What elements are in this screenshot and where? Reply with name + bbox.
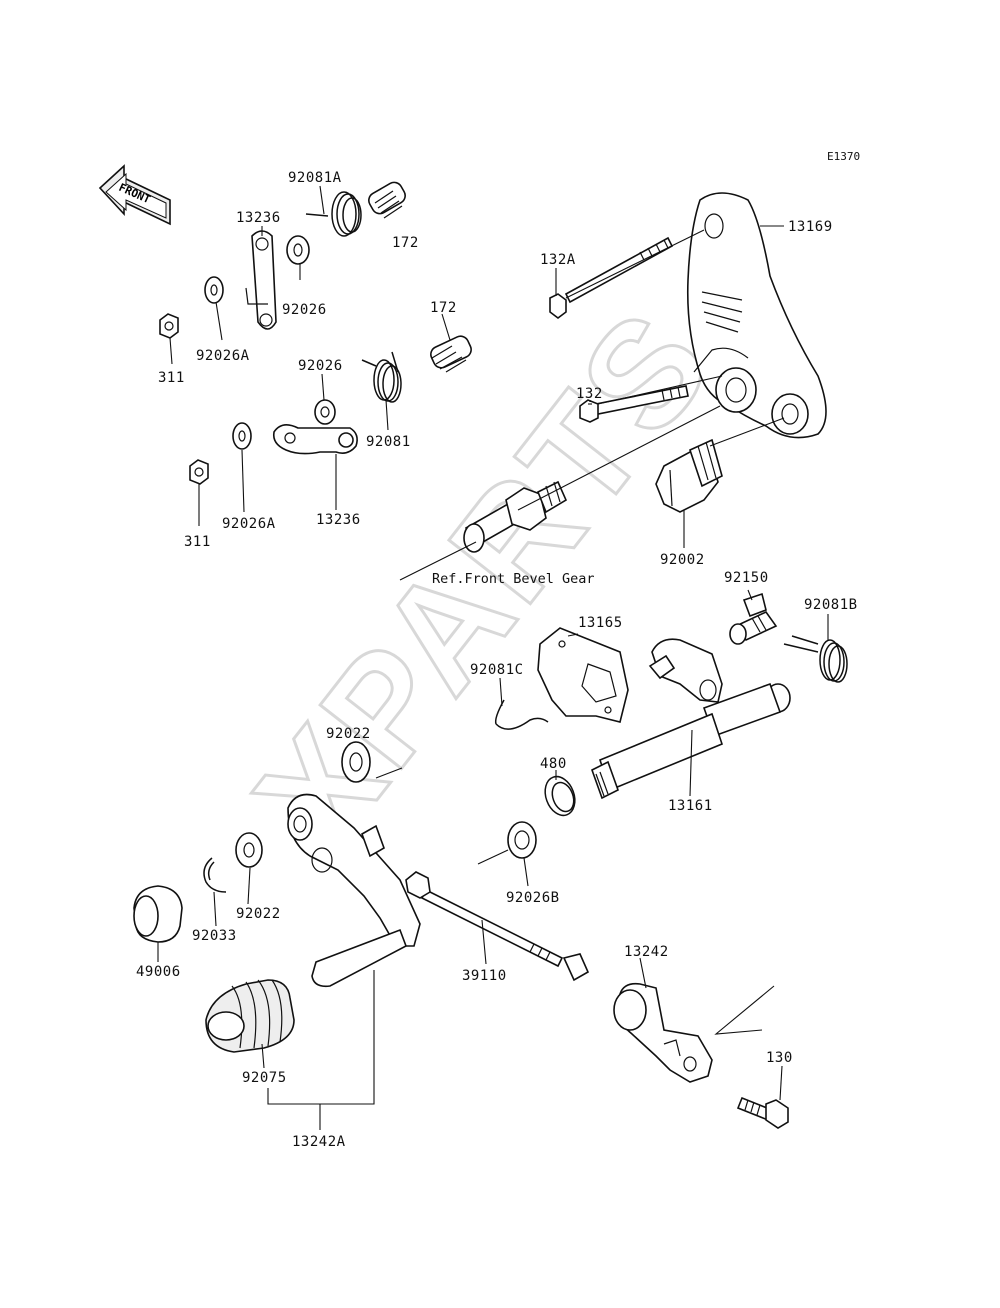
clip-92081C — [494, 699, 549, 730]
shift-pedal-13242A — [287, 793, 421, 988]
label-49006: 49006 — [136, 964, 181, 980]
circlip-480 — [544, 775, 576, 817]
spring-172-top — [368, 181, 406, 219]
label-132: 132 — [576, 386, 603, 402]
label-172-top: 172 — [392, 235, 419, 251]
label-311-top: 311 — [158, 370, 185, 386]
label-92075: 92075 — [242, 1070, 287, 1086]
arm-13242 — [613, 982, 713, 1083]
rubber-92075 — [205, 979, 295, 1053]
label-92026B: 92026B — [506, 890, 560, 906]
label-13236-bottom: 13236 — [316, 512, 361, 528]
label-13169: 13169 — [788, 219, 833, 235]
washer-92026A-bottom — [232, 422, 252, 450]
label-92026-top: 92026 — [282, 302, 327, 318]
nut-311-bottom — [189, 459, 209, 485]
washer-92026-mid — [314, 399, 336, 425]
label-92026-mid: 92026 — [298, 358, 343, 374]
label-92150: 92150 — [724, 570, 769, 586]
label-132A: 132A — [540, 252, 576, 268]
label-480: 480 — [540, 756, 567, 772]
plate-13236-top — [245, 230, 277, 330]
diagram-code: E1370 — [827, 150, 860, 163]
washer-92022-left — [235, 832, 263, 868]
label-92081C: 92081C — [470, 662, 524, 678]
label-13165: 13165 — [578, 615, 623, 631]
cap-49006 — [133, 885, 183, 943]
clip-92033 — [203, 857, 227, 893]
spring-172-mid — [430, 335, 472, 373]
bolt-132 — [579, 385, 689, 423]
label-92081: 92081 — [366, 434, 411, 450]
washer-92026A-top — [204, 276, 224, 304]
spring-92081 — [361, 351, 402, 403]
reference-note: Ref.Front Bevel Gear — [432, 571, 595, 587]
label-172-mid: 172 — [430, 300, 457, 316]
spring-92081A — [305, 191, 362, 237]
plate-13236-bottom — [272, 424, 358, 455]
nut-311-top — [159, 313, 179, 339]
label-92081A: 92081A — [288, 170, 342, 186]
label-92026A-top: 92026A — [196, 348, 250, 364]
spring-92081B — [783, 635, 848, 683]
tie-rod-39110 — [405, 871, 590, 982]
label-311-bottom: 311 — [184, 534, 211, 550]
front-arrow-icon: FRONT — [98, 164, 171, 226]
washer-92026B — [507, 821, 537, 859]
bolt-130 — [736, 1096, 789, 1129]
label-13161: 13161 — [668, 798, 713, 814]
plug-92002 — [655, 438, 723, 513]
label-92033: 92033 — [192, 928, 237, 944]
label-13236-top: 13236 — [236, 210, 281, 226]
label-92022-top: 92022 — [326, 726, 371, 742]
label-92022-left: 92022 — [236, 906, 281, 922]
plate-13165 — [537, 627, 629, 723]
bolt-92150 — [729, 592, 778, 645]
washer-92026-top — [286, 235, 310, 265]
label-92081B: 92081B — [804, 597, 858, 613]
label-92026A-bottom: 92026A — [222, 516, 276, 532]
label-130: 130 — [766, 1050, 793, 1066]
label-92002: 92002 — [660, 552, 705, 568]
leader-lines — [157, 185, 829, 1130]
washer-92022-top — [341, 741, 371, 783]
label-13242: 13242 — [624, 944, 669, 960]
label-39110: 39110 — [462, 968, 507, 984]
label-13242A: 13242A — [292, 1134, 346, 1150]
bracket-13169 — [686, 192, 827, 439]
